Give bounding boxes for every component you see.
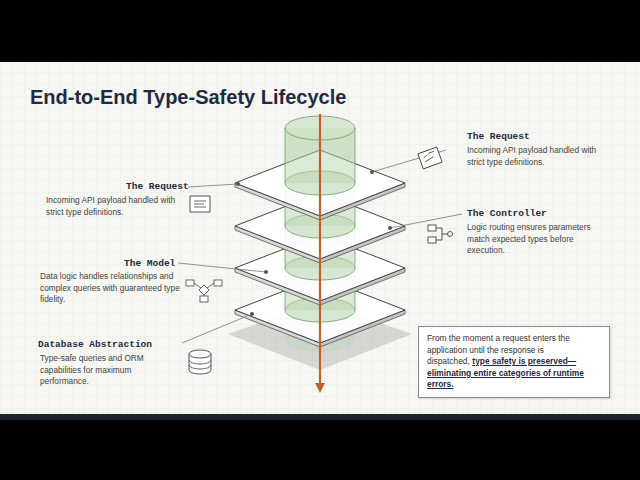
icon-stroke [189,360,211,369]
leader-line [188,184,238,187]
callout-text: Incoming API payload handled with strict… [46,195,182,218]
callout-heading: The Model [124,258,175,269]
icon-stroke [423,151,437,162]
flow-arrow [319,114,321,384]
icon-frame [186,280,194,286]
slide-background [0,62,640,418]
database-icon [189,350,211,374]
note-box: From the moment a request enters the app… [418,326,610,398]
diagram-title: End-to-End Type-Safety Lifecycle [30,86,346,109]
leader-dot [250,312,254,316]
icon-stroke [194,201,206,207]
leader-dot [236,182,240,186]
callout-text: Logic routing ensures parameters match e… [467,222,613,257]
slide-bottom-bar [0,414,640,420]
icon-top [189,350,211,358]
icon-diamond [199,285,209,295]
leader-line [182,314,252,343]
callout-text: Data logic handles relationships and com… [40,271,180,306]
icon-stroke [194,283,214,296]
callout-heading: The Controller [467,208,547,219]
leader-dot [370,170,374,174]
note-paragraph: From the moment a request enters the app… [427,333,601,391]
callout-text: Type-safe queries and ORM capabilities f… [40,353,180,388]
leader-dot [388,226,392,230]
arrow-head [315,383,325,393]
icon-frame [190,196,210,212]
icon-frame [428,225,436,231]
icon-frame [428,237,436,243]
model-icon [186,280,222,302]
leader-line [178,263,266,272]
icon-node [448,232,453,237]
callout-heading: Database Abstraction [38,339,152,350]
icon-frame [418,147,442,169]
callout-heading: The Request [126,181,189,192]
callout-text: Incoming API payload handled with strict… [467,145,607,168]
grid-background [0,62,640,418]
callout-heading: The Request [467,131,530,142]
controller-icon [428,225,453,243]
icon-frame [200,296,208,302]
request-icon [418,147,442,169]
leader-line [390,214,462,228]
request-icon [190,196,210,212]
icon-frame [214,280,222,286]
icon-stroke [436,228,448,240]
leader-dot [264,270,268,274]
